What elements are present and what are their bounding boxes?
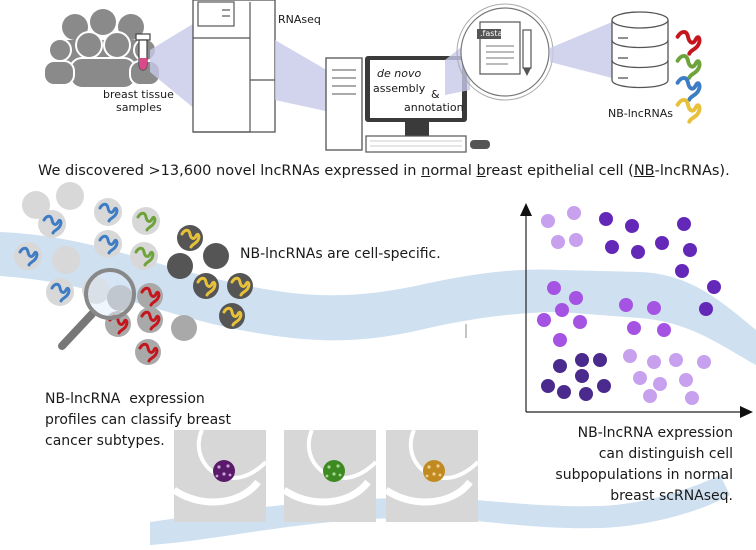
magnifying-glass-icon: [58, 268, 136, 350]
scatter-point: [647, 301, 661, 315]
scatter-point: [633, 371, 647, 385]
headline-n: n: [421, 163, 431, 179]
scatter-point: [569, 291, 583, 305]
test-tube-icon: [135, 33, 151, 71]
scatter-point: [619, 298, 633, 312]
scatter-point: [653, 377, 667, 391]
scatter-point: [623, 349, 637, 363]
headline-part-3: reast epithelial cell (: [485, 163, 634, 179]
scatter-point: [597, 379, 611, 393]
distinguish-line-2: can distinguish cell: [598, 446, 733, 462]
scatter-point: [669, 353, 683, 367]
scatter-point: [697, 355, 711, 369]
scatter-plot: [520, 203, 753, 418]
scatter-point: [683, 243, 697, 257]
scatter-point: [537, 313, 551, 327]
database-label: NB-lncRNAs: [608, 107, 673, 120]
beam-4: [550, 22, 612, 78]
sequencer-icon: [192, 0, 276, 133]
scatter-point: [599, 212, 613, 226]
scatter-point: [575, 353, 589, 367]
scatter-point: [685, 391, 699, 405]
scatter-point: [647, 355, 661, 369]
rnaseq-label: RNAseq: [278, 13, 321, 26]
ampersand-label: &: [431, 88, 440, 101]
headline-part-2: ormal: [430, 163, 477, 179]
scatter-point: [557, 385, 571, 399]
scatter-point: [553, 359, 567, 373]
distinguish-line-1: NB-lncRNA expression: [577, 425, 733, 441]
scatter-point: [555, 303, 569, 317]
scatter-point: [573, 315, 587, 329]
headline-part-4: -lncRNAs).: [654, 163, 730, 179]
samples-label-line2: samples: [116, 101, 162, 114]
tumor-orange: [423, 460, 445, 482]
tumor-purple: [213, 460, 235, 482]
scatter-point: [605, 240, 619, 254]
scatter-point: [547, 281, 561, 295]
scatter-point: [675, 264, 689, 278]
computer-tower-icon: [325, 57, 363, 151]
beam-1: [150, 22, 196, 110]
scatter-point: [541, 379, 555, 393]
headline: We discovered >13,600 novel lncRNAs expr…: [38, 163, 730, 179]
fasta-file-icon: [456, 3, 554, 101]
scatter-point: [567, 206, 581, 220]
assembly-label: assembly: [373, 82, 426, 95]
cell-specific-text: NB-lncRNAs are cell-specific.: [240, 246, 441, 262]
scatter-point: [569, 233, 583, 247]
classify-line-3: cancer subtypes.: [45, 433, 165, 449]
scatter-point: [627, 321, 641, 335]
classify-line-2: profiles can classify breast: [45, 412, 231, 428]
scatter-point: [575, 369, 589, 383]
headline-part-1: We discovered >13,600 novel lncRNAs expr…: [38, 163, 422, 179]
scatter-point: [657, 323, 671, 337]
samples-label-line1: breast tissue: [103, 88, 174, 101]
scatter-point: [553, 333, 567, 347]
headline-b: b: [476, 163, 486, 179]
distinguish-line-4: breast scRNAseq.: [610, 488, 733, 504]
rna-strands-legend: [675, 29, 702, 124]
beam-2: [275, 40, 330, 112]
scatter-point: [593, 353, 607, 367]
scatter-point: [631, 245, 645, 259]
scatter-point: [551, 235, 565, 249]
assembly-italic-label: de novo: [377, 67, 422, 80]
scatter-point: [625, 219, 639, 233]
scatter-point: [579, 387, 593, 401]
scatter-point: [655, 236, 669, 250]
distinguish-line-3: subpopulations in normal: [555, 467, 733, 483]
scatter-point: [541, 214, 555, 228]
classify-line-1: NB-lncRNA expression: [45, 391, 205, 407]
headline-nb: NB: [633, 163, 655, 179]
background-wave: [0, 232, 756, 365]
scatter-point: [677, 217, 691, 231]
scatter-point: [707, 280, 721, 294]
scatter-point: [679, 373, 693, 387]
annotation-label: annotation: [404, 101, 464, 114]
database-icon: [611, 11, 669, 89]
scatter-point: [699, 302, 713, 316]
breast-panel-2: [282, 429, 378, 522]
scatter-point: [643, 389, 657, 403]
tumor-green: [323, 460, 345, 482]
fasta-file-label: .fasta: [480, 29, 503, 38]
